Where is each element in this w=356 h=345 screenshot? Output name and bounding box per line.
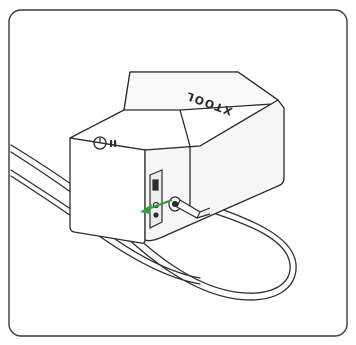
illustration-frame bbox=[8, 9, 348, 337]
power-button-icon bbox=[93, 136, 107, 150]
device-body bbox=[69, 71, 285, 244]
side-port-panel bbox=[149, 169, 163, 229]
status-indicator-icon bbox=[110, 140, 117, 147]
insert-direction-arrow-icon bbox=[140, 198, 173, 214]
device-front-face bbox=[69, 137, 146, 244]
